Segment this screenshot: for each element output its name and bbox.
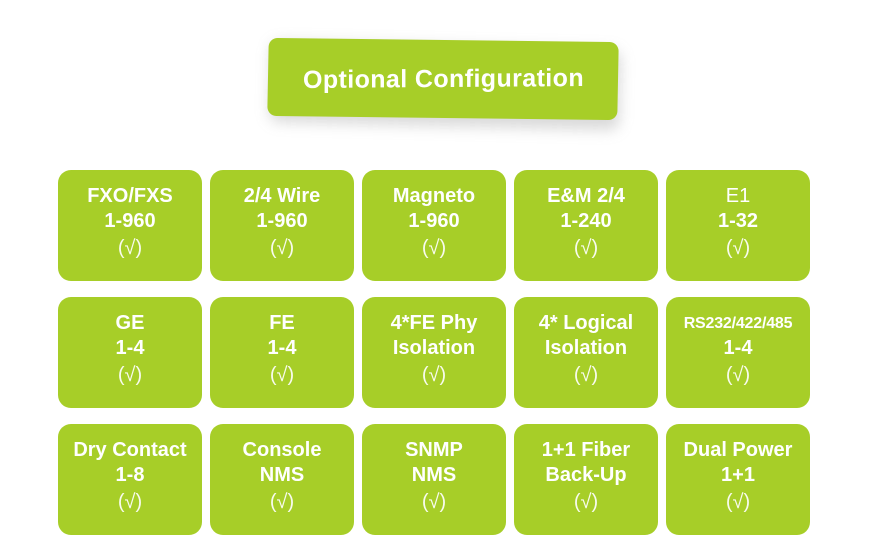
card-title: E1: [725, 185, 751, 207]
card-check-mark: (√): [421, 237, 447, 259]
config-card-4-logical-isolation[interactable]: 4* Logical Isolation (√): [514, 297, 658, 408]
config-card-console-nms[interactable]: Console NMS (√): [210, 424, 354, 535]
card-title: FE: [269, 312, 295, 334]
card-title: Console: [242, 439, 322, 461]
card-title: FXO/FXS: [87, 185, 173, 207]
config-card-fe[interactable]: FE 1-4 (√): [210, 297, 354, 408]
card-range: 1-960: [104, 210, 156, 232]
card-title: 2/4 Wire: [243, 185, 321, 207]
card-title: 4* Logical: [538, 312, 634, 334]
card-title: 4*FE Phy: [390, 312, 478, 334]
card-title: Dry Contact: [73, 439, 187, 461]
card-title: GE: [115, 312, 145, 334]
card-range: 1-4: [115, 337, 145, 359]
card-subtitle: Isolation: [544, 337, 628, 359]
card-title: Magneto: [392, 185, 476, 207]
card-subtitle: Back-Up: [545, 464, 627, 486]
card-range: 1-8: [115, 464, 145, 486]
card-check-mark: (√): [269, 237, 295, 259]
card-check-mark: (√): [269, 364, 295, 386]
config-card-rs232-422-485[interactable]: RS232/422/485 1-4 (√): [666, 297, 810, 408]
banner-title: Optional Configuration: [302, 63, 584, 94]
card-check-mark: (√): [725, 364, 751, 386]
config-card-e1[interactable]: E1 1-32 (√): [666, 170, 810, 281]
card-check-mark: (√): [421, 364, 447, 386]
card-subtitle: Isolation: [392, 337, 476, 359]
configuration-card-grid: FXO/FXS 1-960 (√) 2/4 Wire 1-960 (√) Mag…: [58, 170, 822, 551]
card-subtitle: NMS: [411, 464, 457, 486]
optional-configuration-banner: Optional Configuration: [267, 37, 621, 131]
card-row: Dry Contact 1-8 (√) Console NMS (√) SNMP…: [58, 424, 822, 535]
card-check-mark: (√): [269, 491, 295, 513]
card-title: SNMP: [405, 439, 463, 461]
card-check-mark: (√): [421, 491, 447, 513]
card-title: RS232/422/485: [683, 315, 793, 332]
config-card-2-4-wire[interactable]: 2/4 Wire 1-960 (√): [210, 170, 354, 281]
card-check-mark: (√): [117, 491, 143, 513]
card-subtitle: NMS: [259, 464, 305, 486]
card-range: 1-4: [723, 337, 753, 359]
card-title: Dual Power: [683, 439, 793, 461]
card-check-mark: (√): [725, 491, 751, 513]
card-check-mark: (√): [725, 237, 751, 259]
card-range: 1-240: [560, 210, 612, 232]
card-range: 1-32: [717, 210, 759, 232]
card-title: 1+1 Fiber: [541, 439, 631, 461]
config-card-magneto[interactable]: Magneto 1-960 (√): [362, 170, 506, 281]
card-title: E&M 2/4: [547, 185, 625, 207]
config-card-dual-power[interactable]: Dual Power 1+1 (√): [666, 424, 810, 535]
config-card-em-2-4[interactable]: E&M 2/4 1-240 (√): [514, 170, 658, 281]
card-check-mark: (√): [117, 364, 143, 386]
card-check-mark: (√): [117, 237, 143, 259]
config-card-fxo-fxs[interactable]: FXO/FXS 1-960 (√): [58, 170, 202, 281]
card-range: 1-960: [256, 210, 308, 232]
card-check-mark: (√): [573, 237, 599, 259]
config-card-dry-contact[interactable]: Dry Contact 1-8 (√): [58, 424, 202, 535]
config-card-1-plus-1-fiber-backup[interactable]: 1+1 Fiber Back-Up (√): [514, 424, 658, 535]
card-check-mark: (√): [573, 491, 599, 513]
card-row: GE 1-4 (√) FE 1-4 (√) 4*FE Phy Isolation…: [58, 297, 822, 408]
config-card-snmp-nms[interactable]: SNMP NMS (√): [362, 424, 506, 535]
card-range: 1-960: [408, 210, 460, 232]
card-row: FXO/FXS 1-960 (√) 2/4 Wire 1-960 (√) Mag…: [58, 170, 822, 281]
banner-body: Optional Configuration: [267, 37, 619, 121]
config-card-ge[interactable]: GE 1-4 (√): [58, 297, 202, 408]
card-range: 1-4: [267, 337, 297, 359]
card-check-mark: (√): [573, 364, 599, 386]
config-card-4fe-phy-isolation[interactable]: 4*FE Phy Isolation (√): [362, 297, 506, 408]
card-range: 1+1: [721, 464, 755, 486]
